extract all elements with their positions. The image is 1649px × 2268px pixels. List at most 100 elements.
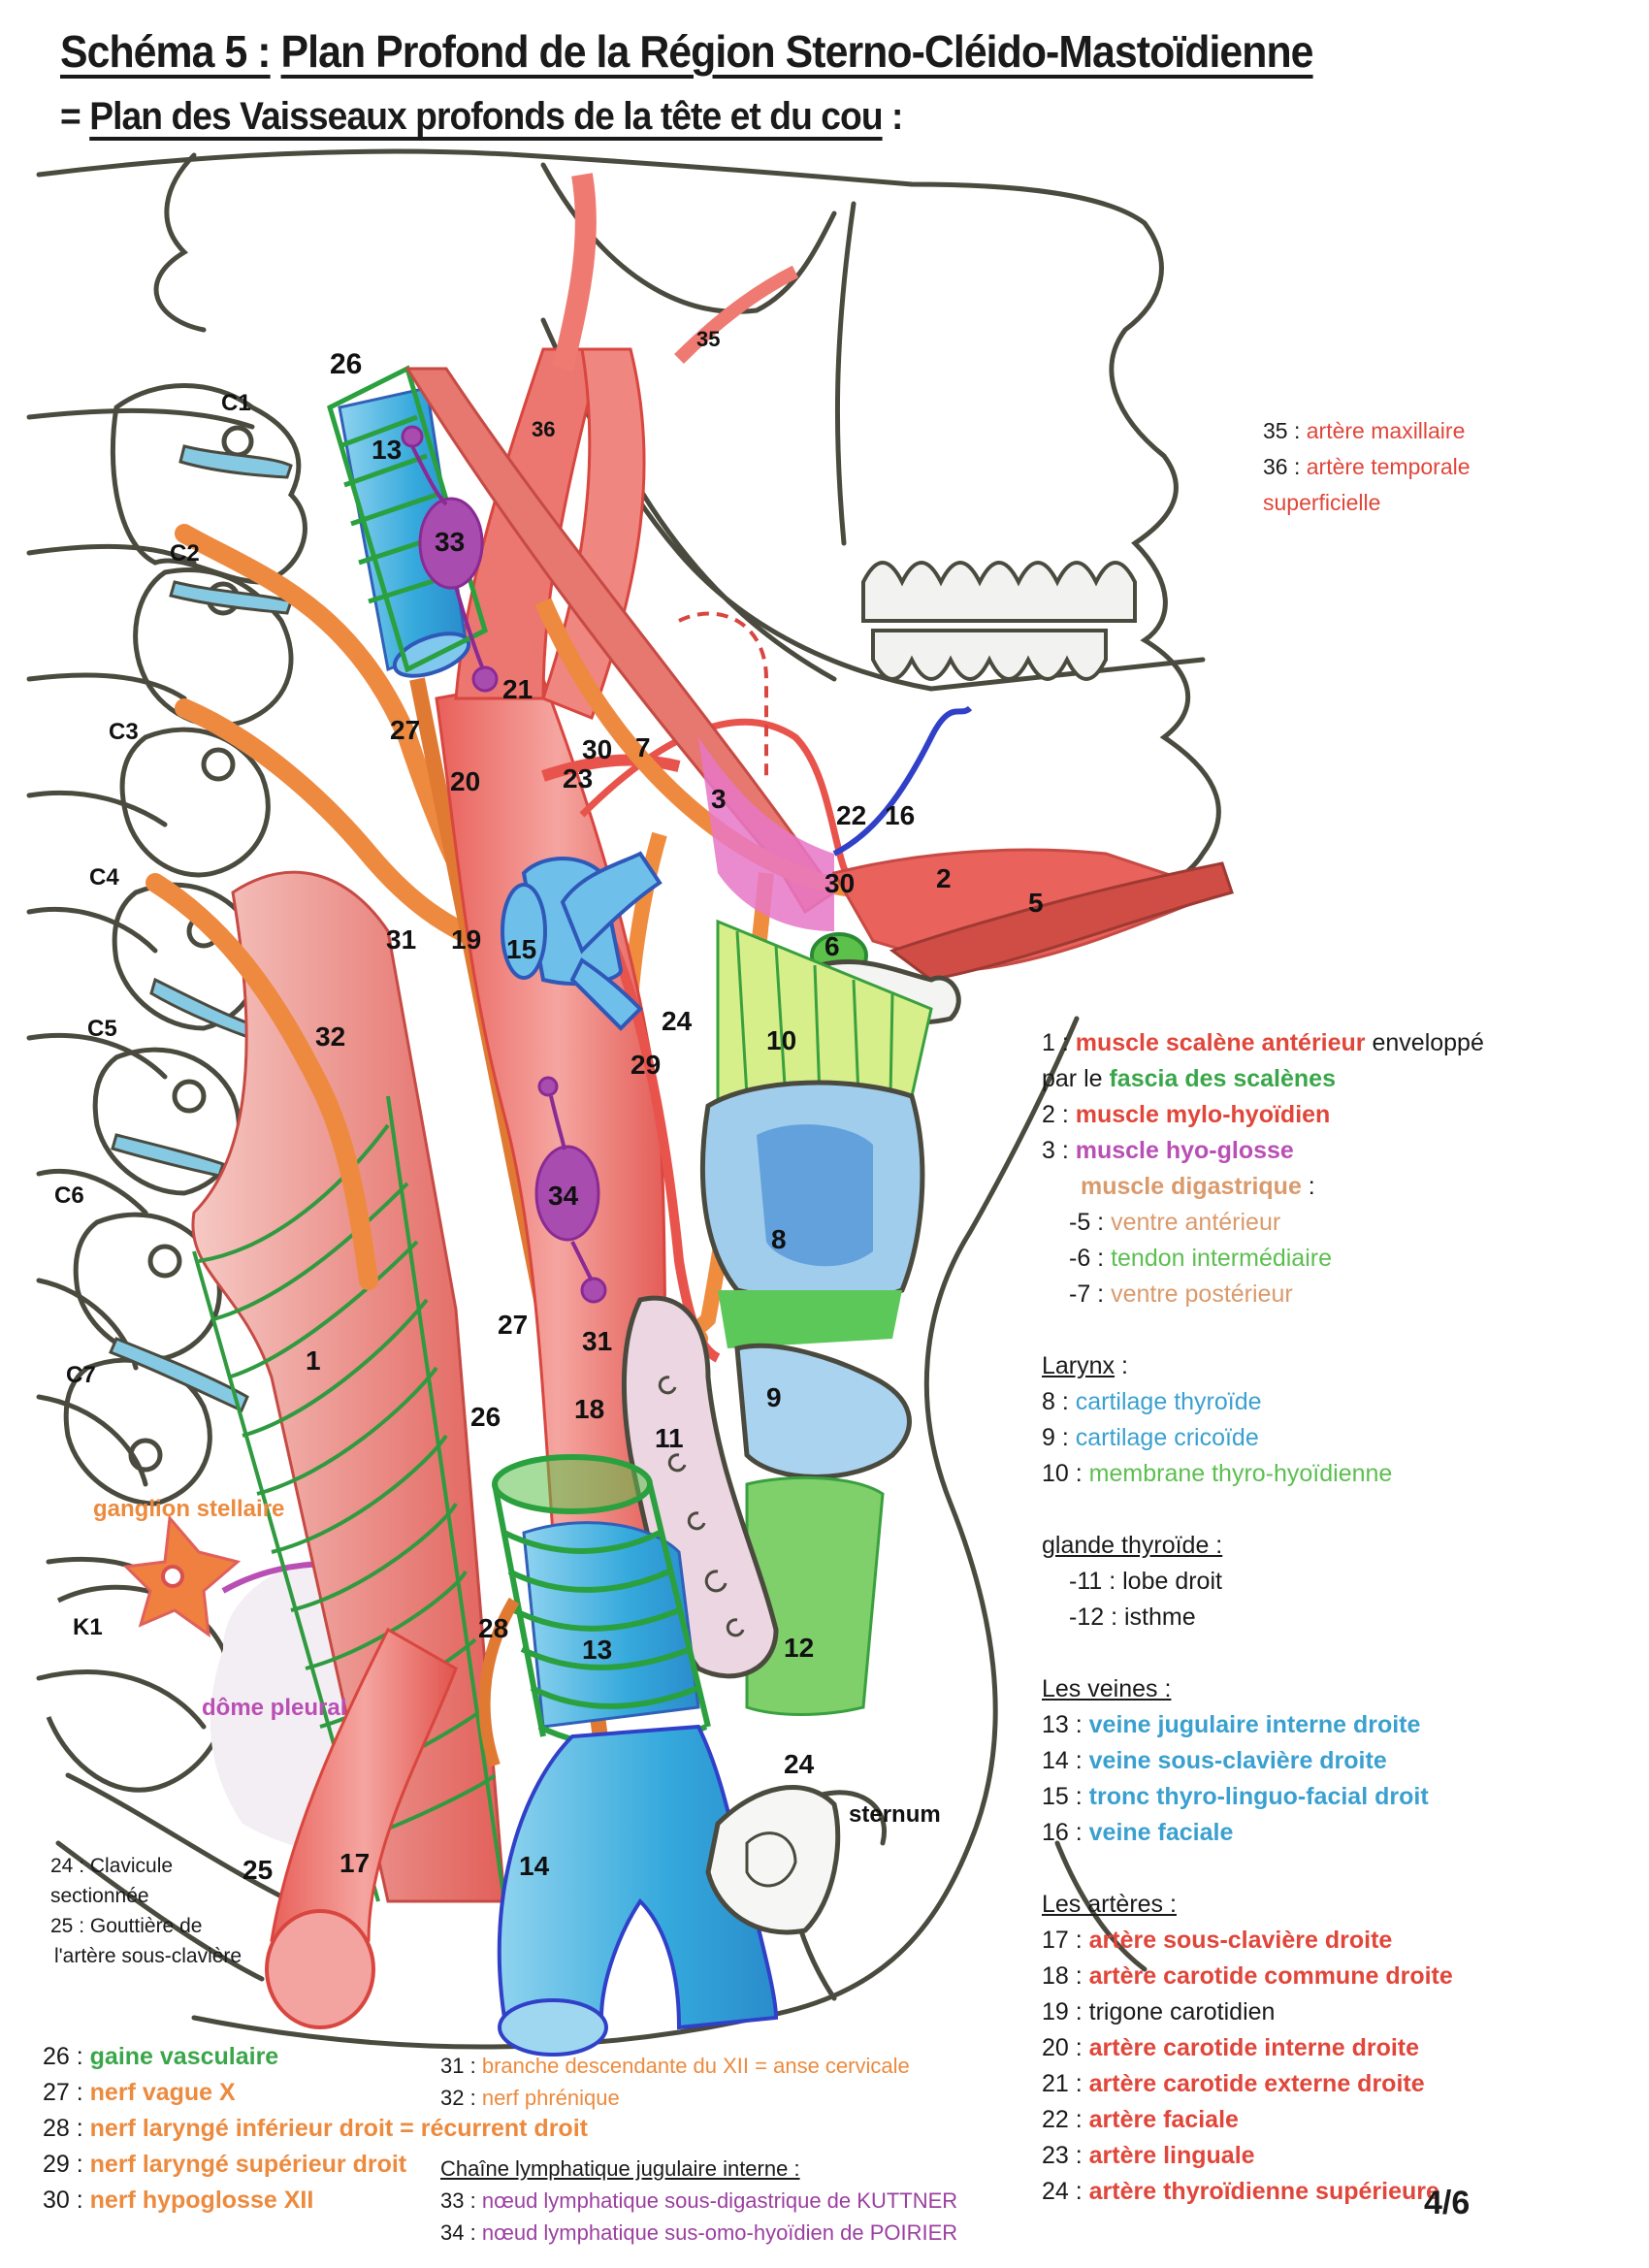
note-36-number: 36 : bbox=[1263, 454, 1301, 479]
legend-number: 3 : bbox=[1042, 1137, 1069, 1164]
label-11: 11 bbox=[655, 1423, 684, 1453]
legend-item-28: 28 : nerf laryngé inférieur droit = récu… bbox=[43, 2111, 588, 2147]
legend-text: artère thyroïdienne supérieure bbox=[1088, 2178, 1439, 2205]
legend-text: muscle mylo-hyoïdien bbox=[1075, 1101, 1331, 1128]
label-7: 7 bbox=[635, 732, 651, 762]
lingual-artery bbox=[541, 754, 681, 782]
legend-text: ventre postérieur bbox=[1111, 1280, 1293, 1308]
label-sternum: sternum bbox=[849, 1801, 941, 1828]
note-gouttiere-line2: l'artère sous-clavière bbox=[54, 1945, 242, 1967]
legend-item-15: 15 : tronc thyro-linguo-facial droit bbox=[1042, 1779, 1484, 1815]
facial-artery-dashed bbox=[678, 611, 768, 776]
legend-text: artère faciale bbox=[1088, 2106, 1239, 2133]
legend-text: artère carotide commune droite bbox=[1088, 1962, 1453, 1990]
legend-spacer bbox=[1042, 1851, 1484, 1887]
legend-text: ventre antérieur bbox=[1111, 1209, 1281, 1236]
subclavian-vein bbox=[497, 1724, 779, 2030]
legend-number: 17 : bbox=[1042, 1927, 1083, 1954]
legend-item-26: 26 : gaine vasculaire bbox=[43, 2039, 588, 2075]
legend-number: 31 : bbox=[440, 2054, 476, 2078]
note-35-number: 35 : bbox=[1263, 418, 1301, 443]
label-10: 10 bbox=[766, 1025, 796, 1055]
label-16: 16 bbox=[885, 800, 915, 830]
page-title: Schéma 5 : Plan Profond de la Région Ste… bbox=[60, 25, 1313, 78]
legend-heading: Larynx bbox=[1042, 1352, 1116, 1379]
label-20: 20 bbox=[450, 766, 480, 796]
legend-number: 34 : bbox=[440, 2220, 476, 2245]
label-8: 8 bbox=[771, 1224, 787, 1254]
label-13-top: 13 bbox=[372, 435, 402, 465]
legend-number: 8 : bbox=[1042, 1388, 1069, 1415]
legend-text: -12 : isthme bbox=[1069, 1604, 1196, 1631]
legend-item-18: 18 : artère carotide commune droite bbox=[1042, 1959, 1484, 1994]
vascular-sheath-lower bbox=[492, 1454, 711, 1748]
legend-item-33: 33 : nœud lymphatique sous-digastrique d… bbox=[440, 2185, 957, 2217]
legend-item-21: 21 : artère carotide externe droite bbox=[1042, 2066, 1484, 2102]
legend-text: tendon intermédiaire bbox=[1111, 1245, 1332, 1272]
legend-text: artère sous-clavière droite bbox=[1088, 1927, 1393, 1954]
legend-item-19: 19 : trigone carotidien bbox=[1042, 1994, 1484, 2030]
legend-text: artère carotide interne droite bbox=[1088, 2034, 1420, 2061]
label-14: 14 bbox=[519, 1851, 550, 1881]
legend-number: 9 : bbox=[1042, 1424, 1069, 1451]
legend-number: 1 : bbox=[1042, 1029, 1069, 1056]
legend-item-1: 1 : muscle scalène antérieur enveloppé bbox=[1042, 1025, 1484, 1061]
scalene-fascia bbox=[192, 1095, 506, 1902]
maxillary-artery bbox=[674, 265, 799, 364]
thyroid-cartilage-shade bbox=[757, 1124, 873, 1267]
legend-text: nœud lymphatique sous-digastrique de KUT… bbox=[481, 2188, 958, 2213]
legend-heading-thyroid: glande thyroïde : bbox=[1042, 1528, 1484, 1564]
label-24-clavicle: 24 bbox=[784, 1749, 815, 1779]
legend-number: 18 : bbox=[1042, 1962, 1083, 1990]
legend-heading: Les artères : bbox=[1042, 1891, 1177, 1918]
subtitle-main: Plan des Vaisseaux profonds de la tête e… bbox=[89, 95, 883, 138]
legend-bottom-mid: 31 : branche descendante du XII = anse c… bbox=[440, 2050, 957, 2249]
legend-text: veine jugulaire interne droite bbox=[1088, 1711, 1421, 1738]
legend-number: -5 : bbox=[1069, 1209, 1105, 1236]
legend-text: tronc thyro-linguo-facial droit bbox=[1088, 1783, 1429, 1810]
label-29: 29 bbox=[630, 1050, 661, 1080]
label-k1: K1 bbox=[73, 1614, 103, 1640]
external-carotid-superficial-temporal bbox=[552, 173, 597, 372]
clavicle-cut bbox=[705, 1785, 841, 1935]
label-33: 33 bbox=[435, 527, 465, 557]
legend-text: muscle scalène antérieur bbox=[1075, 1029, 1366, 1056]
facial-vein bbox=[832, 705, 973, 857]
legend-number: 21 : bbox=[1042, 2070, 1083, 2097]
legend-text: veine faciale bbox=[1088, 1819, 1234, 1846]
legend-text: nerf laryngé inférieur droit = récurrent… bbox=[89, 2115, 588, 2142]
label-31-top: 31 bbox=[386, 924, 416, 955]
label-c6: C6 bbox=[54, 1183, 84, 1209]
legend-text: fascia des scalènes bbox=[1109, 1065, 1336, 1092]
label-26-bottom: 26 bbox=[470, 1402, 501, 1432]
legend-heading-tail: : bbox=[1115, 1352, 1128, 1379]
legend-number: 15 : bbox=[1042, 1783, 1083, 1810]
label-c3: C3 bbox=[109, 719, 139, 745]
legend-spacer bbox=[1042, 1312, 1484, 1348]
legend-text: artère linguale bbox=[1088, 2142, 1255, 2169]
internal-jugular-vein-lower bbox=[522, 1521, 700, 1729]
thyro-linguo-facial-trunk bbox=[501, 851, 663, 1031]
label-31-bottom: 31 bbox=[582, 1326, 612, 1356]
cricoid-cartilage bbox=[734, 1343, 912, 1479]
legend-heading-arteries: Les artères : bbox=[1042, 1887, 1484, 1923]
hyoglossus-muscle bbox=[698, 737, 834, 931]
legend-number: 27 : bbox=[43, 2079, 83, 2106]
label-24-artery: 24 bbox=[662, 1006, 693, 1036]
label-c4: C4 bbox=[89, 864, 119, 891]
label-36: 36 bbox=[532, 417, 555, 441]
label-27-top: 27 bbox=[390, 715, 420, 745]
legend-item-13: 13 : veine jugulaire interne droite bbox=[1042, 1707, 1484, 1743]
legend-text: -11 : lobe droit bbox=[1069, 1568, 1222, 1595]
note-36-text: artère temporale bbox=[1306, 454, 1471, 479]
page-subtitle: = Plan des Vaisseaux profonds de la tête… bbox=[60, 95, 903, 139]
recurrent-laryngeal-nerve bbox=[478, 1597, 520, 1767]
legend-text: nerf hypoglosse XII bbox=[89, 2187, 314, 2214]
stellate-ganglion-center bbox=[161, 1565, 184, 1588]
note-gouttiere-line1: 25 : Gouttière de bbox=[50, 1915, 203, 1937]
label-3: 3 bbox=[711, 784, 727, 814]
legend-item-9: 9 : cartilage cricoïde bbox=[1042, 1420, 1484, 1456]
label-35: 35 bbox=[696, 327, 720, 351]
legend-item-34: 34 : nœud lymphatique sus-omo-hyoïdien d… bbox=[440, 2217, 957, 2249]
legend-text-pre: par le bbox=[1042, 1065, 1110, 1092]
